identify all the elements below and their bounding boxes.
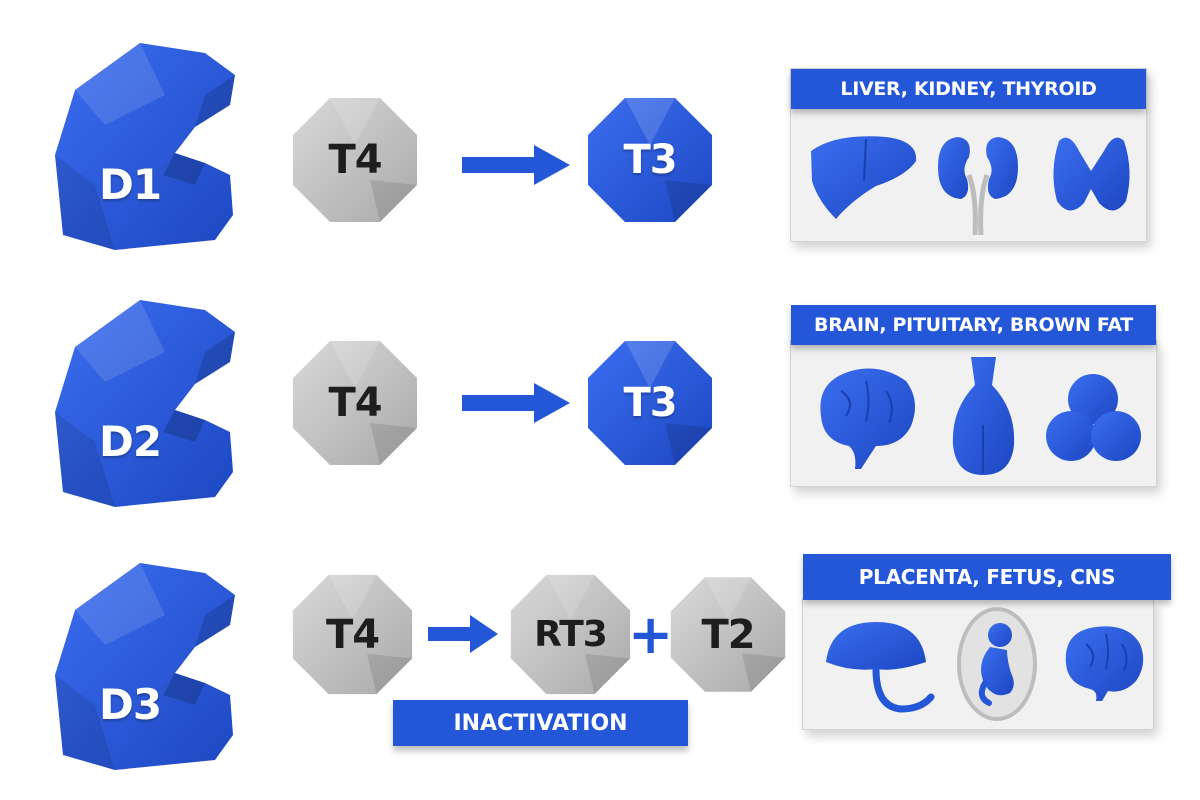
hormone-t2: T2 [668, 572, 788, 697]
hormone-t4: T4 [290, 95, 420, 225]
hormone-label: T4 [328, 137, 382, 183]
tissue-panel-d2: BRAIN, PITUITARY, BROWN FAT [790, 305, 1157, 487]
arrow-right [428, 615, 500, 653]
kidney-icon [933, 127, 1023, 237]
brain-icon [811, 361, 921, 476]
arrow-right [462, 145, 572, 185]
enzyme-label: D2 [98, 417, 162, 466]
hormone-label: T3 [623, 380, 677, 426]
fetus-icon [955, 605, 1040, 723]
pituitary-icon [946, 355, 1021, 480]
brain-icon [1058, 619, 1148, 709]
tissue-panel-title: LIVER, KIDNEY, THYROID [791, 69, 1146, 109]
inactivation-banner: INACTIVATION [393, 700, 688, 746]
hormone-label: T2 [701, 611, 755, 658]
thyroid-icon [1049, 131, 1134, 221]
arrow-right [462, 383, 572, 423]
hormone-t4: T4 [290, 572, 415, 697]
plus-sign: + [628, 603, 674, 666]
brown-fat-icon [1046, 371, 1141, 466]
enzyme-d2: D2 [45, 292, 245, 512]
placenta-icon [821, 617, 941, 717]
hormone-t3: T3 [585, 95, 715, 225]
hormone-label: RT3 [534, 614, 608, 655]
tissue-panel-title: BRAIN, PITUITARY, BROWN FAT [791, 305, 1156, 345]
hormone-label: T4 [328, 380, 382, 426]
hormone-t3: T3 [585, 338, 715, 468]
hormone-rt3: RT3 [508, 572, 633, 697]
tissue-panel-d1: LIVER, KIDNEY, THYROID [790, 68, 1147, 242]
hormone-label: T3 [623, 137, 677, 183]
enzyme-label: D1 [98, 160, 162, 209]
enzyme-d3: D3 [45, 555, 245, 775]
enzyme-d1: D1 [45, 35, 245, 255]
tissue-panel-d3: PLACENTA, FETUS, CNS [802, 554, 1171, 730]
tissue-panel-title: PLACENTA, FETUS, CNS [803, 554, 1171, 600]
hormone-t4: T4 [290, 338, 420, 468]
liver-icon [806, 131, 921, 221]
enzyme-label: D3 [98, 680, 162, 729]
hormone-label: T4 [325, 611, 380, 658]
